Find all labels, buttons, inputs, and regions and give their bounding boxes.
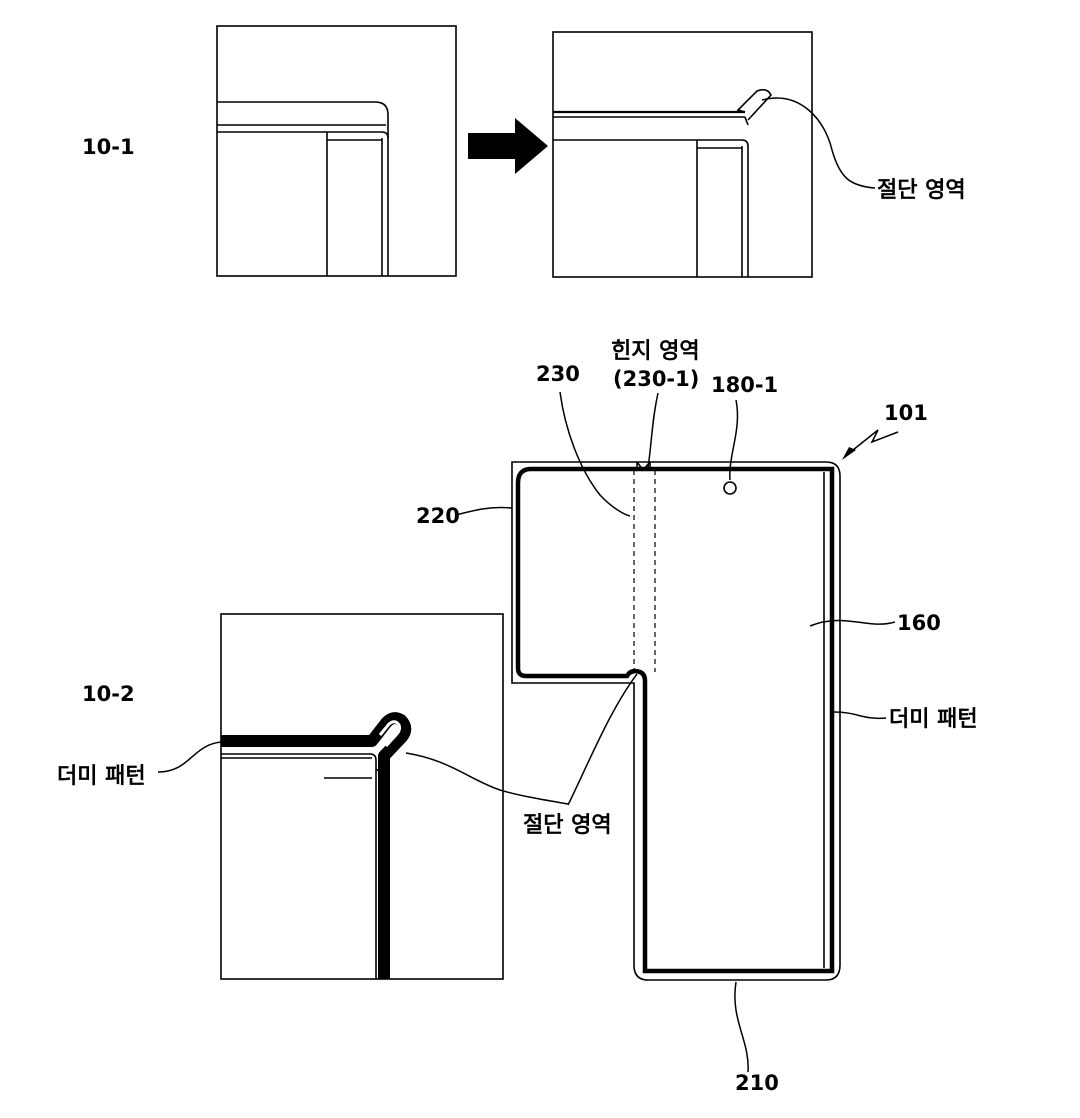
leader-cut-area-main <box>567 673 638 806</box>
label-180-1: 180-1 <box>711 373 778 397</box>
label-dummy-pattern-left: 더미 패턴 <box>57 764 146 789</box>
leader-220 <box>455 506 513 516</box>
leader-101 <box>852 429 899 451</box>
transition-arrow <box>468 118 548 174</box>
label-210: 210 <box>735 1071 779 1095</box>
leader-210 <box>734 981 749 1073</box>
detail-10-2 <box>220 613 504 980</box>
leader-cut-area-top <box>761 97 876 189</box>
leader-180-1 <box>729 399 739 481</box>
label-cut-area-bottom: 절단 영역 <box>523 813 612 838</box>
label-160: 160 <box>897 611 941 635</box>
label-230: 230 <box>536 362 580 386</box>
camera-hole-icon <box>723 481 737 495</box>
leader-160 <box>809 619 896 627</box>
label-cut-area-top: 절단 영역 <box>877 178 966 203</box>
leader-dummy-pattern-right <box>833 711 887 720</box>
leader-hinge <box>647 392 659 469</box>
leader-230 <box>559 391 631 517</box>
detail-10-1-after <box>552 31 813 278</box>
leader-cut-area-10-2 <box>405 752 569 805</box>
label-fig-10-2: 10-2 <box>82 682 135 706</box>
label-101: 101 <box>884 401 928 425</box>
detail-10-1-before <box>216 25 457 277</box>
label-dummy-pattern-right: 더미 패턴 <box>889 707 978 732</box>
device-outline <box>511 461 841 981</box>
label-fig-10-1: 10-1 <box>82 135 135 159</box>
label-220: 220 <box>416 504 460 528</box>
label-hinge-area: 힌지 영역 <box>611 339 700 364</box>
leader-dummy-pattern-left <box>157 741 222 773</box>
arrowhead-101 <box>842 447 856 460</box>
label-hinge-ref: (230-1) <box>613 367 699 391</box>
